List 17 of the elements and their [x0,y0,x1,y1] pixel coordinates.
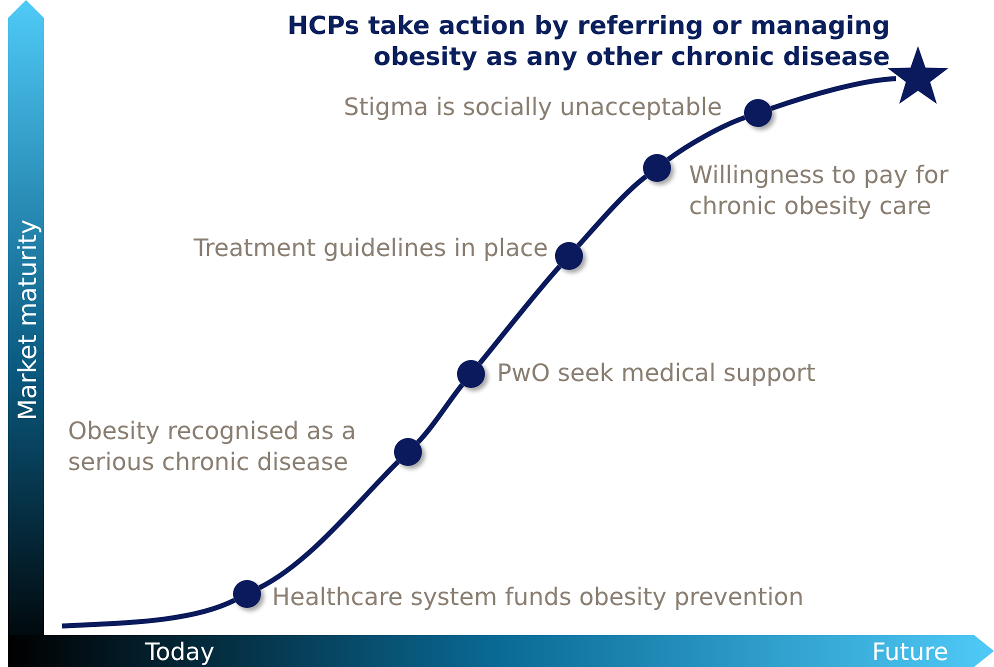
milestone-label: Obesity recognised as a serious chronic disease [68,416,358,478]
axis-label: Today [145,638,214,667]
milestone-label: PwO seek medical support [497,358,817,389]
maturity-curve [666,115,746,162]
maturity-curve [416,383,464,444]
axis-label: Market maturity [13,218,43,423]
milestone-label: Treatment guidelines in place [192,233,548,264]
maturity-curve [478,264,562,365]
maturity-curve [258,460,400,590]
milestone-label: Healthcare system funds obesity prevention [272,582,805,613]
maturity-curve [770,76,896,111]
milestone-label: Willingness to pay for chronic obesity care [689,160,950,222]
maturity-curve [62,598,236,628]
goal-heading: HCPs take action by referring or managing obesity as any other chronic disease [286,10,890,72]
axis-label: Future [872,638,948,667]
maturity-curve [576,174,648,248]
milestone-label: Stigma is socially unacceptable [342,92,722,123]
